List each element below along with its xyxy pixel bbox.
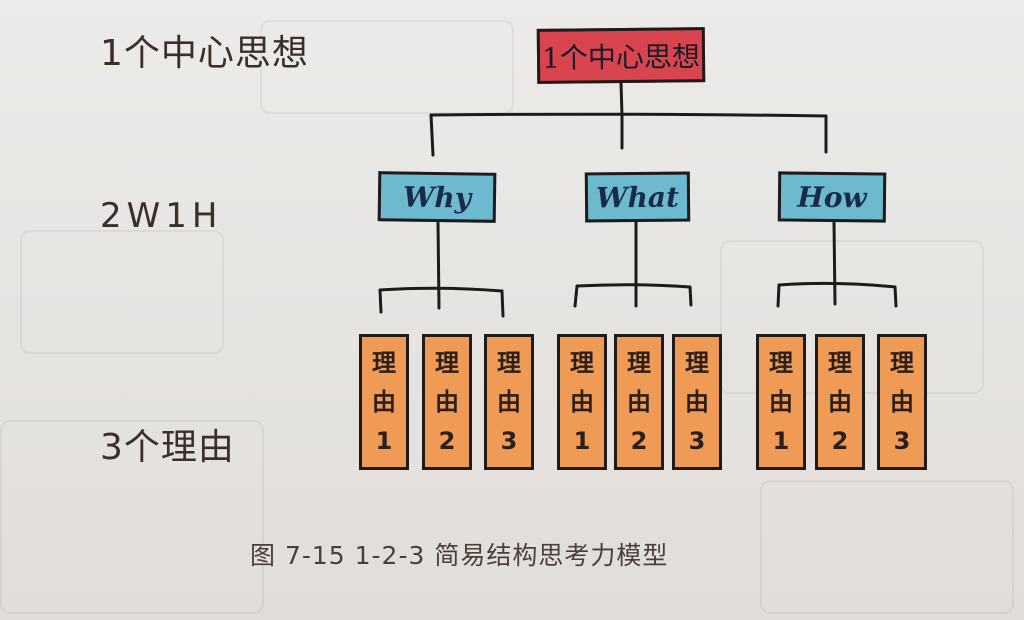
background-ghost-box — [0, 420, 264, 614]
reason-char: 2 — [831, 427, 849, 456]
reason-char: 1 — [375, 427, 393, 456]
reason-char: 理 — [497, 348, 521, 377]
reason-node-what-2: 理 由 2 — [614, 334, 664, 470]
connector-how-stem — [832, 220, 837, 306]
reason-char: 理 — [769, 348, 793, 377]
connector-how-drop — [893, 285, 898, 308]
reason-node-why-1: 理 由 1 — [359, 334, 409, 470]
reason-char: 由 — [372, 387, 396, 416]
background-ghost-box — [760, 480, 1014, 614]
reason-char: 理 — [890, 348, 914, 377]
connector-what-drop — [688, 285, 693, 307]
central-idea-node: 1个中心思想 — [536, 27, 706, 84]
reason-char: 1 — [772, 427, 790, 456]
reason-char: 由 — [828, 387, 852, 416]
reason-char: 由 — [769, 387, 793, 416]
connector-why-drop — [378, 288, 383, 314]
connector-what-drop — [573, 284, 579, 308]
connector-why-bar — [378, 286, 504, 293]
reason-node-how-1: 理 由 1 — [756, 334, 806, 470]
background-ghost-box — [20, 230, 224, 354]
connector-why-drop — [500, 289, 505, 318]
reason-char: 由 — [435, 387, 459, 416]
reason-char: 3 — [688, 427, 706, 456]
reason-char: 2 — [630, 427, 648, 456]
connector-what-bar — [575, 283, 692, 289]
reason-char: 由 — [685, 387, 709, 416]
reason-char: 由 — [570, 387, 594, 416]
branch-node-why: Why — [377, 171, 497, 223]
reason-char: 由 — [627, 387, 651, 416]
connector-how-drop — [776, 283, 781, 308]
reason-char: 1 — [573, 427, 591, 456]
background-ghost-box — [260, 20, 514, 114]
connector-root-stem — [619, 81, 624, 117]
reason-node-how-3: 理 由 3 — [877, 334, 927, 470]
reason-node-why-2: 理 由 2 — [422, 334, 472, 470]
reason-char: 3 — [500, 427, 518, 456]
connector-how-bar — [777, 281, 897, 289]
connector-why-stem — [436, 220, 441, 310]
reason-node-how-2: 理 由 2 — [815, 334, 865, 470]
row-label-level3: 3个理由 — [100, 427, 235, 468]
reason-node-what-1: 理 由 1 — [557, 334, 607, 470]
reason-char: 理 — [570, 348, 594, 377]
branch-node-what: What — [584, 171, 691, 223]
reason-char: 2 — [438, 427, 456, 456]
reason-char: 理 — [372, 348, 396, 377]
row-label-level1: 1个中心思想 — [100, 33, 309, 74]
reason-char: 理 — [627, 348, 651, 377]
reason-char: 理 — [685, 348, 709, 377]
reason-char: 3 — [893, 427, 911, 456]
connector-root-bar — [429, 112, 828, 118]
reason-char: 由 — [890, 387, 914, 416]
reason-char: 理 — [435, 348, 459, 377]
figure-caption: 图 7-15 1-2-3 简易结构思考力模型 — [250, 541, 669, 570]
reason-node-what-3: 理 由 3 — [672, 334, 722, 470]
connector-root-drop-why — [429, 113, 435, 157]
row-label-level2: 2W1H — [100, 196, 223, 236]
reason-char: 理 — [828, 348, 852, 377]
branch-node-how: How — [777, 171, 887, 223]
reason-node-why-3: 理 由 3 — [484, 334, 534, 470]
reason-char: 由 — [497, 387, 521, 416]
